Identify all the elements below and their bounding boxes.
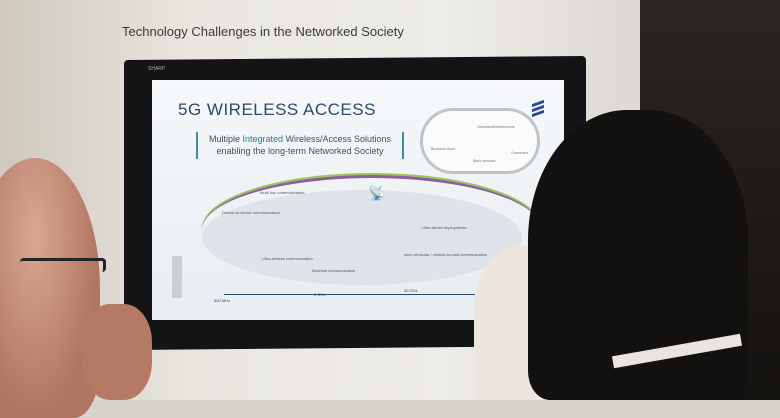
ericsson-logo-icon (532, 99, 544, 118)
hand (82, 304, 152, 400)
screen-toolbar[interactable] (172, 256, 182, 298)
subtitle-text: Multiple (208, 134, 243, 144)
diagram-label: Multi-hop communication (260, 190, 305, 195)
cloud-label: Virtualized/Infrastructure (477, 125, 515, 129)
wall-title: Technology Challenges in the Networked S… (122, 24, 404, 39)
diagram-label: Device-to-device communication (222, 210, 280, 215)
diagram-label: Ultra-dense deployments (422, 225, 467, 230)
axis-tick: 3 GHz (314, 292, 326, 297)
coverage-ellipse (202, 190, 522, 285)
antenna-tower-icon: 📡 (368, 185, 386, 201)
slide-subtitle: Multiple Integrated Wireless/Access Solu… (196, 132, 404, 160)
diagram-label: Inter-vehicular / vehicle-to-road commun… (404, 252, 488, 257)
axis-tick: 30 GHz (404, 288, 418, 293)
cloud-label: Basic services (473, 159, 496, 163)
monitor-brand: SHARP (148, 66, 166, 72)
subtitle-highlight: Integrated (242, 134, 283, 144)
slide-title: 5G WIRELESS ACCESS (178, 100, 376, 119)
spectrum-arc (202, 175, 542, 285)
cloud-label: Connected (511, 151, 528, 155)
axis-tick: 500 MHz (214, 298, 231, 303)
subtitle-text: Wireless/Access Solutions enabling the l… (216, 134, 392, 156)
cloud-icon: Virtualized/Infrastructure Business clou… (420, 108, 540, 174)
diagram-label: Machine communication (312, 268, 356, 273)
cloud-label: Business cloud (431, 147, 455, 151)
glasses (20, 258, 106, 272)
frequency-axis (224, 294, 504, 295)
diagram-label: Ultra-reliable communication (262, 256, 313, 261)
